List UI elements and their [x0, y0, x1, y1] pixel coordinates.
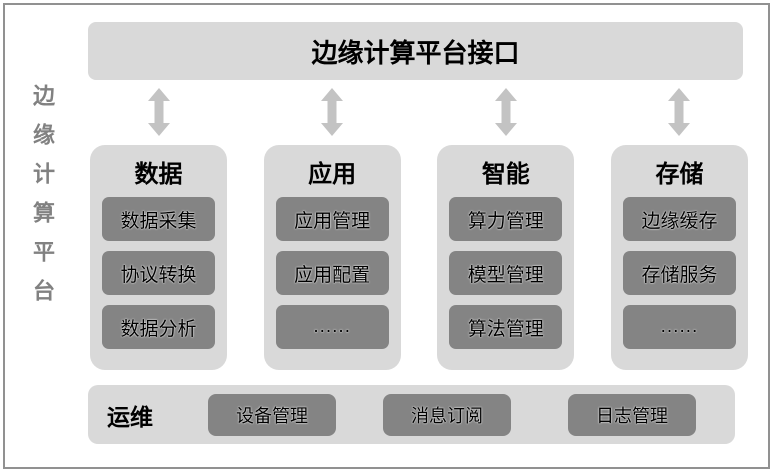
column-header: 智能: [481, 160, 530, 188]
module-box: 数据采集: [102, 197, 215, 241]
module-box-ellipsis: ......: [622, 305, 736, 349]
column-items: 算力管理 模型管理 算法管理: [437, 197, 574, 349]
double-arrow-icon: [264, 86, 401, 138]
double-arrow-icon: [611, 86, 748, 138]
column-header: 数据: [134, 160, 183, 188]
columns-row: 数据 数据采集 协议转换 数据分析 应用 应用管理 应用配置 ...... 智能…: [90, 145, 748, 370]
side-label-vertical: 边缘计算平台: [30, 84, 55, 318]
module-box: 边缘缓存: [622, 197, 736, 241]
column-intelligence: 智能 算力管理 模型管理 算法管理: [437, 145, 575, 370]
ops-label: 运维: [107, 403, 153, 430]
column-application: 应用 应用管理 应用配置 ......: [263, 145, 401, 370]
column-items: 数据采集 协议转换 数据分析: [90, 197, 227, 349]
double-arrow-icon: [437, 86, 574, 138]
ops-module-box: 消息订阅: [383, 393, 511, 436]
column-header: 存储: [655, 160, 704, 188]
module-box: 协议转换: [102, 251, 215, 295]
module-box-ellipsis: ......: [275, 305, 389, 349]
module-box: 存储服务: [622, 251, 736, 295]
module-box: 模型管理: [449, 251, 563, 295]
double-arrow-icon: [90, 86, 227, 138]
column-data: 数据 数据采集 协议转换 数据分析: [90, 145, 227, 370]
column-storage: 存储 边缘缓存 存储服务 ......: [610, 145, 748, 370]
ops-module-box: 日志管理: [568, 393, 696, 436]
module-box: 算力管理: [449, 197, 563, 241]
platform-interface-title: 边缘计算平台接口: [311, 37, 520, 68]
arrow-row: [90, 86, 748, 138]
column-items: 应用管理 应用配置 ......: [264, 197, 401, 349]
ops-bar: 运维 设备管理 消息订阅 日志管理: [88, 385, 735, 444]
platform-interface-bar: 边缘计算平台接口: [88, 22, 743, 80]
module-box: 数据分析: [102, 305, 215, 349]
module-box: 应用配置: [275, 251, 389, 295]
module-box: 应用管理: [275, 197, 389, 241]
ops-module-box: 设备管理: [208, 393, 336, 436]
column-items: 边缘缓存 存储服务 ......: [611, 197, 748, 349]
module-box: 算法管理: [449, 305, 563, 349]
column-header: 应用: [308, 160, 357, 188]
